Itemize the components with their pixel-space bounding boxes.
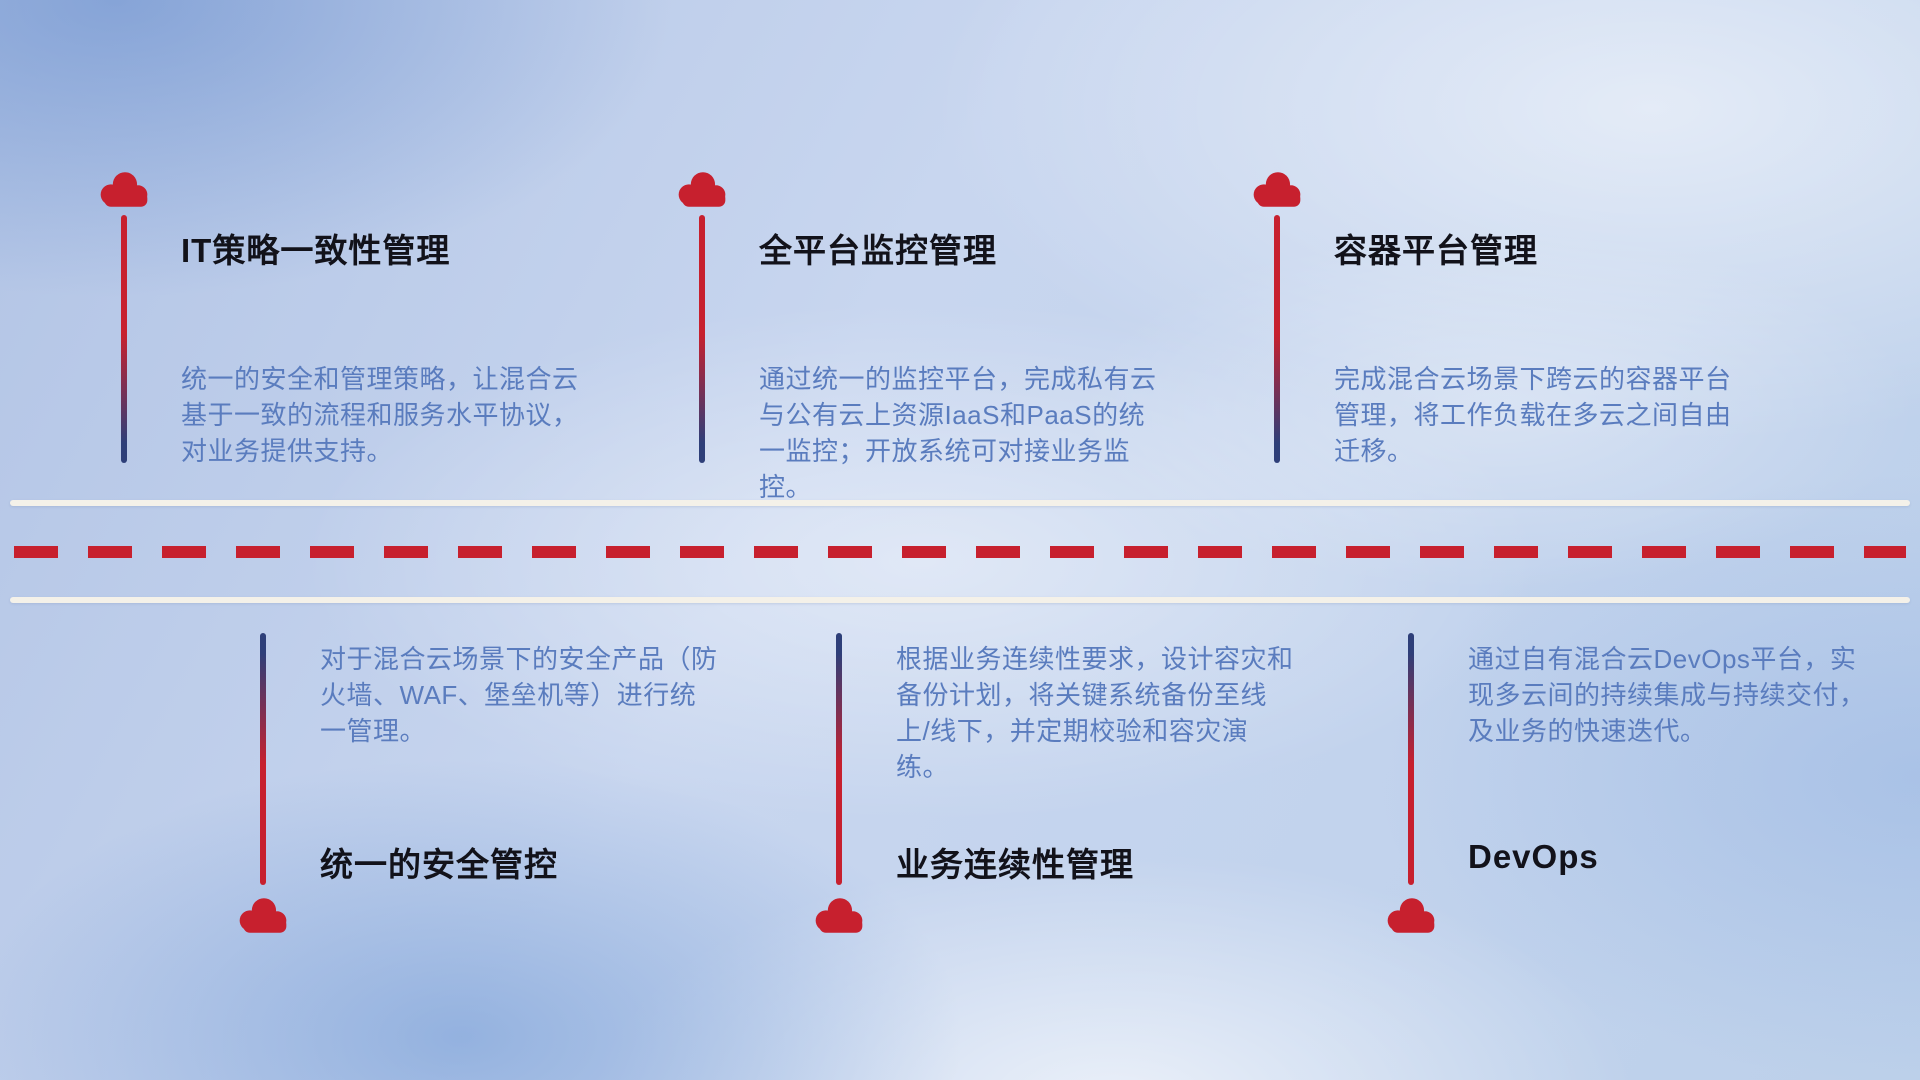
feature-description: 对于混合云场景下的安全产品（防火墙、WAF、堡垒机等）进行统一管理。 xyxy=(320,644,718,746)
timeline-stem xyxy=(836,633,842,885)
cloud-icon xyxy=(96,169,152,209)
road-top-line xyxy=(10,500,1910,506)
timeline-stem xyxy=(1274,215,1280,463)
road-bottom-line xyxy=(10,597,1910,603)
cloud-icon xyxy=(1249,169,1305,209)
cloud-icon xyxy=(235,895,291,935)
feature-description: 通过统一的监控平台，完成私有云与公有云上资源IaaS和PaaS的统一监控；开放系… xyxy=(759,364,1157,502)
timeline-stem xyxy=(121,215,127,463)
road-dashed-centerline xyxy=(14,546,1906,558)
feature-title: 业务连续性管理 xyxy=(896,846,1134,883)
timeline-stem xyxy=(260,633,266,885)
feature-title: 容器平台管理 xyxy=(1334,232,1538,269)
feature-title: DevOps xyxy=(1468,838,1599,875)
timeline-stem xyxy=(699,215,705,463)
feature-description: 通过自有混合云DevOps平台，实现多云间的持续集成与持续交付，及业务的快速迭代… xyxy=(1468,644,1866,746)
timeline-stem xyxy=(1408,633,1414,885)
cloud-icon xyxy=(1383,895,1439,935)
feature-title: 统一的安全管控 xyxy=(320,846,558,883)
feature-title: 全平台监控管理 xyxy=(759,232,997,269)
feature-title: IT策略一致性管理 xyxy=(181,232,451,269)
cloud-icon xyxy=(811,895,867,935)
cloud-icon xyxy=(674,169,730,209)
feature-description: 根据业务连续性要求，设计容灾和备份计划，将关键系统备份至线上/线下，并定期校验和… xyxy=(896,644,1294,782)
feature-description: 完成混合云场景下跨云的容器平台管理，将工作负载在多云之间自由迁移。 xyxy=(1334,364,1732,466)
feature-description: 统一的安全和管理策略，让混合云基于一致的流程和服务水平协议，对业务提供支持。 xyxy=(181,364,579,466)
